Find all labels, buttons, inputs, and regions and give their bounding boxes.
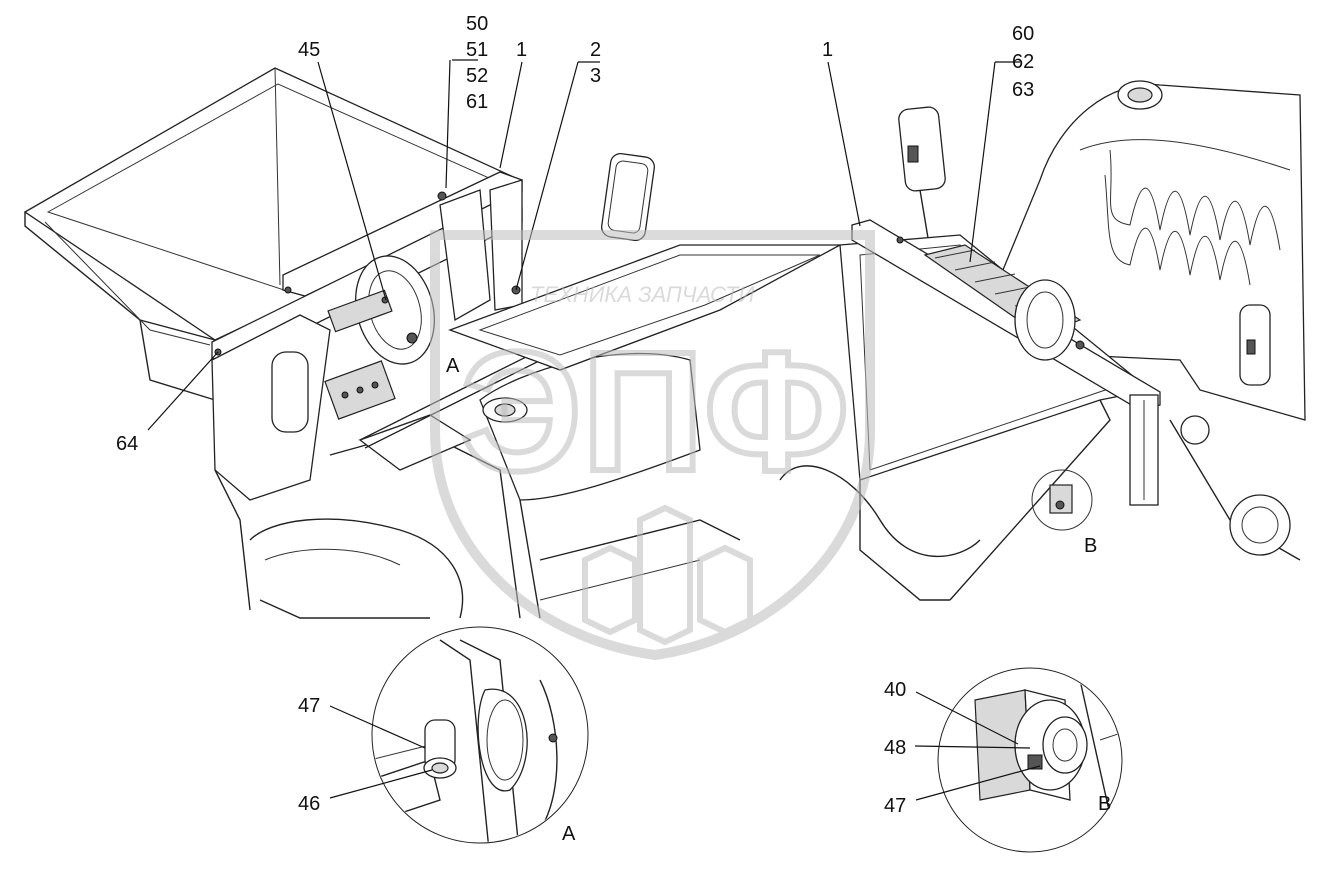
callout-52: 52: [466, 65, 488, 87]
detail-view-b: [937, 667, 1123, 853]
left-assembly: [23, 67, 841, 619]
view-b-marker: B: [1084, 535, 1097, 557]
callout-47-a: 47: [298, 695, 320, 717]
callout-50: 50: [466, 13, 488, 35]
callout-64: 64: [116, 433, 138, 455]
callout-2: 2: [590, 39, 601, 61]
leader-lines: [147, 59, 1041, 801]
callout-46: 46: [298, 793, 320, 815]
callout-61: 61: [466, 91, 488, 113]
watermark: ТЕХНИКА ЗАПЧАСТИ ЭПФ: [430, 230, 875, 661]
right-assembly: [779, 80, 1306, 601]
view-a-detail-label: A: [562, 823, 576, 845]
view-a-marker: A: [446, 355, 460, 377]
callout-3: 3: [590, 65, 601, 87]
callout-48: 48: [884, 737, 906, 759]
callout-labels: 45 50 51 52 61 1 2 3 64 A 1 60 62 63 B 4…: [116, 13, 1111, 845]
detail-view-a: [371, 626, 589, 844]
watermark-text: ТЕХНИКА ЗАПЧАСТИ: [530, 282, 755, 307]
callout-63: 63: [1012, 79, 1034, 101]
callout-40: 40: [884, 679, 906, 701]
callout-60: 60: [1012, 23, 1034, 45]
view-b-detail-label: B: [1098, 793, 1111, 815]
callout-1-left: 1: [516, 39, 527, 61]
callout-45: 45: [298, 39, 320, 61]
callout-62: 62: [1012, 51, 1034, 73]
callout-1-right: 1: [822, 39, 833, 61]
watermark-logo: ЭПФ: [461, 317, 849, 507]
callout-51: 51: [466, 39, 488, 61]
callout-47-b: 47: [884, 795, 906, 817]
